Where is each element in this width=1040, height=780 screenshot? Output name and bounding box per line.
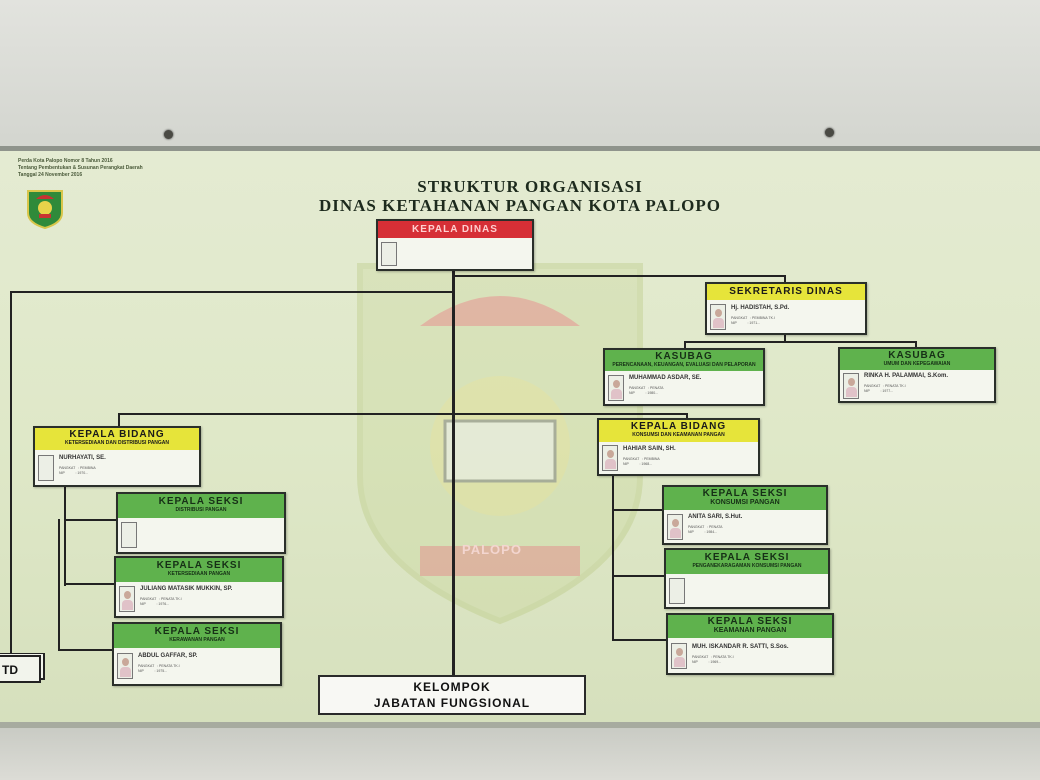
box-sekretaris-dinas: SEKRETARIS DINAS Hj. HADISTAH, S.Pd. PAN… <box>705 282 867 335</box>
avatar <box>608 375 624 401</box>
connector <box>612 575 666 577</box>
connector <box>64 583 116 585</box>
box-kelompok-jabatan-fungsional: KELOMPOK JABATAN FUNGSIONAL <box>318 675 586 715</box>
connector <box>684 341 686 349</box>
connector <box>118 413 688 415</box>
connector <box>10 291 12 663</box>
connector <box>58 519 60 651</box>
connector <box>118 413 120 427</box>
avatar <box>602 445 618 471</box>
person-name: ANITA SARI, S.Hut. <box>688 514 743 520</box>
avatar <box>667 514 683 540</box>
person-name: ABDUL GAFFAR, SP. <box>138 653 198 659</box>
avatar <box>117 653 133 679</box>
palopo-logo-icon <box>27 190 63 229</box>
connector <box>784 275 786 285</box>
avatar <box>710 304 726 330</box>
person-detail: PANGKAT : PEMBINA NIP : 1968... <box>623 457 660 466</box>
person-name: RINKA H. PALAMMAI, S.Kom. <box>864 373 948 379</box>
watermark-text: PALOPO <box>462 542 522 557</box>
chart-title: STRUKTUR ORGANISASI <box>417 177 643 196</box>
person-name: NURHAYATI, SE. <box>59 455 106 461</box>
watermark-logo-icon <box>357 263 643 625</box>
connector <box>452 269 455 679</box>
person-detail: PANGKAT : PENATA NIP : 1980... <box>629 386 664 395</box>
box-header: KEPALA DINAS <box>378 221 532 238</box>
photo-placeholder <box>669 578 685 604</box>
uptd-label: TD <box>2 663 18 677</box>
connector <box>686 413 688 421</box>
avatar <box>671 643 687 669</box>
person-detail: PANGKAT : PENATA TK.I NIP : 1975... <box>138 664 180 673</box>
person-detail: PANGKAT : PEMBINA NIP : 1970... <box>59 466 96 475</box>
connector <box>684 341 916 343</box>
person-detail: PANGKAT : PENATA NIP : 1984... <box>688 525 723 534</box>
connector <box>10 291 453 293</box>
connector <box>612 474 614 640</box>
person-name: HAHIAR SAIN, SH. <box>623 446 676 452</box>
person-name: JULIANG MATASIK MUKKIN, SP. <box>140 586 233 592</box>
person-detail: PANGKAT : PENATA TK.I NIP : 1976... <box>140 597 182 606</box>
connector <box>58 649 114 651</box>
photo-placeholder <box>381 242 397 266</box>
connector <box>64 519 118 521</box>
avatar <box>119 586 135 612</box>
avatar <box>843 373 859 399</box>
connector <box>784 333 786 343</box>
connector <box>455 275 785 277</box>
photo-placeholder <box>38 455 54 481</box>
nail-right <box>825 128 834 137</box>
connector <box>612 509 664 511</box>
person-detail: PANGKAT : PENATA TK.I NIP : 1977... <box>864 384 906 393</box>
chart-subtitle: DINAS KETAHANAN PANGAN KOTA PALOPO <box>318 196 722 215</box>
box-kepala-dinas: KEPALA DINAS <box>376 219 534 271</box>
person-detail: PANGKAT : PEMBINA TK.I NIP : 1971... <box>731 316 775 325</box>
person-detail: PANGKAT : PENATA TK.I NIP : 1969... <box>692 655 734 664</box>
uptd-stack <box>0 653 45 683</box>
nail-left <box>164 130 173 139</box>
person-name: Hj. HADISTAH, S.Pd. <box>731 305 790 311</box>
box-header: SEKRETARIS DINAS <box>707 284 865 300</box>
wall-bottom <box>0 728 1040 780</box>
connector <box>915 341 917 349</box>
person-name: MUH. ISKANDAR R. SATTI, S.Sos. <box>692 644 789 650</box>
connector <box>612 639 668 641</box>
person-name: MUHAMMAD ASDAR, SE. <box>629 375 702 381</box>
photo-placeholder <box>121 522 137 548</box>
connector <box>64 486 66 586</box>
